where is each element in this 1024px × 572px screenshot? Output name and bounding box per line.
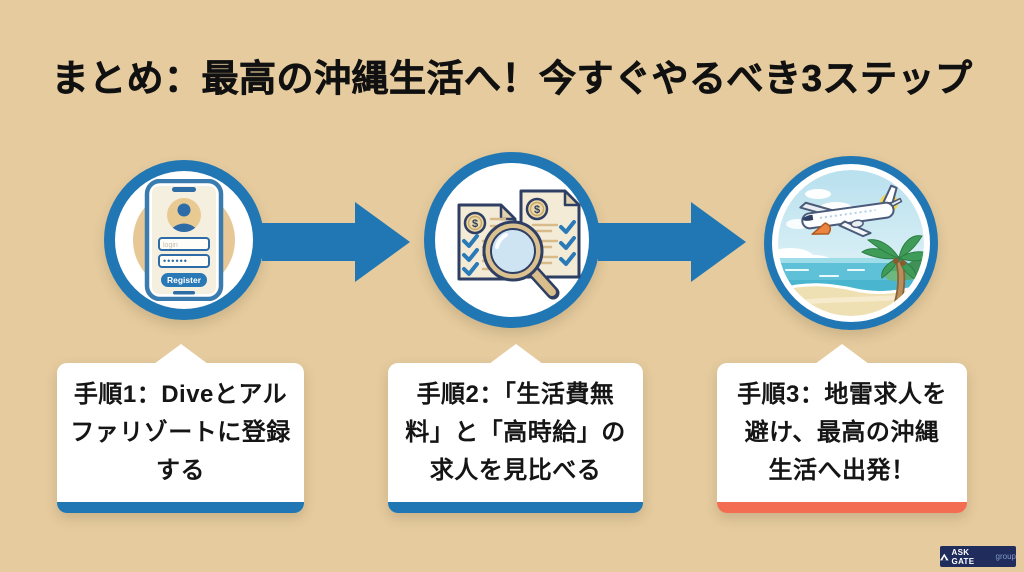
card-step-3: 手順3：地雷求人を 避け、最高の沖縄 生活へ出発！	[717, 344, 967, 513]
phone-register-icon: login •••••• Register	[144, 179, 224, 301]
arrow-right-icon-2	[598, 202, 746, 282]
card-line: 手順3：地雷求人を	[737, 380, 947, 408]
step-2-circle: $ $	[424, 152, 600, 328]
phone-login-field-text: login	[163, 242, 178, 249]
step-3-circle-inner	[772, 164, 930, 322]
logo-brand-text: ASK GATE	[951, 547, 975, 566]
arrow-right-icon-1	[262, 202, 410, 282]
card-line: 手順1：Diveとアル	[73, 380, 288, 408]
card-step-1-text: 手順1：Diveとアル ファリゾートに登録 する	[57, 363, 304, 502]
step-1-circle-inner: login •••••• Register	[115, 171, 253, 309]
card-step-2-text: 手順2：「生活費無 料」と「高時給」の 求人を見比べる	[388, 363, 643, 502]
phone-password-dots: ••••••	[163, 256, 188, 266]
logo-triangle-icon	[940, 553, 949, 560]
askgate-logo: ASK GATE group	[940, 546, 1016, 567]
logo-suffix-text: group	[995, 552, 1016, 561]
airplane-icon	[799, 184, 903, 238]
coin-dollar-symbol: $	[534, 204, 540, 216]
card-line: ファリゾートに登録	[70, 418, 291, 446]
job-compare-magnifier-icon: $ $	[457, 189, 581, 300]
card-pointer	[815, 344, 869, 364]
card-line: する	[156, 456, 205, 484]
card-step-1: 手順1：Diveとアル ファリゾートに登録 する	[57, 344, 304, 513]
card-line: 生活へ出発！	[768, 456, 916, 484]
step-2-circle-inner: $ $	[435, 163, 589, 317]
card-accent-bar	[57, 502, 304, 513]
card-step-3-text: 手順3：地雷求人を 避け、最高の沖縄 生活へ出発！	[717, 363, 967, 502]
step-3-photo	[778, 170, 924, 316]
phone-register-button-label: Register	[167, 275, 202, 285]
card-pointer	[153, 344, 208, 364]
step-3-circle	[764, 156, 938, 330]
page-title: まとめ：最高の沖縄生活へ！今すぐやるべき3ステップ	[51, 58, 973, 100]
beach-departure-icon	[778, 170, 924, 316]
card-accent-bar	[717, 502, 967, 513]
coin-dollar-symbol: $	[472, 218, 478, 230]
card-pointer	[488, 344, 543, 364]
card-accent-bar	[388, 502, 643, 513]
card-line: 避け、最高の沖縄	[744, 418, 940, 446]
step-1-circle: login •••••• Register	[104, 160, 264, 320]
card-line: 手順2：「生活費無	[416, 380, 615, 408]
card-line: 料」と「高時給」の	[405, 418, 626, 446]
card-step-2: 手順2：「生活費無 料」と「高時給」の 求人を見比べる	[388, 344, 643, 513]
card-line: 求人を見比べる	[429, 456, 602, 484]
